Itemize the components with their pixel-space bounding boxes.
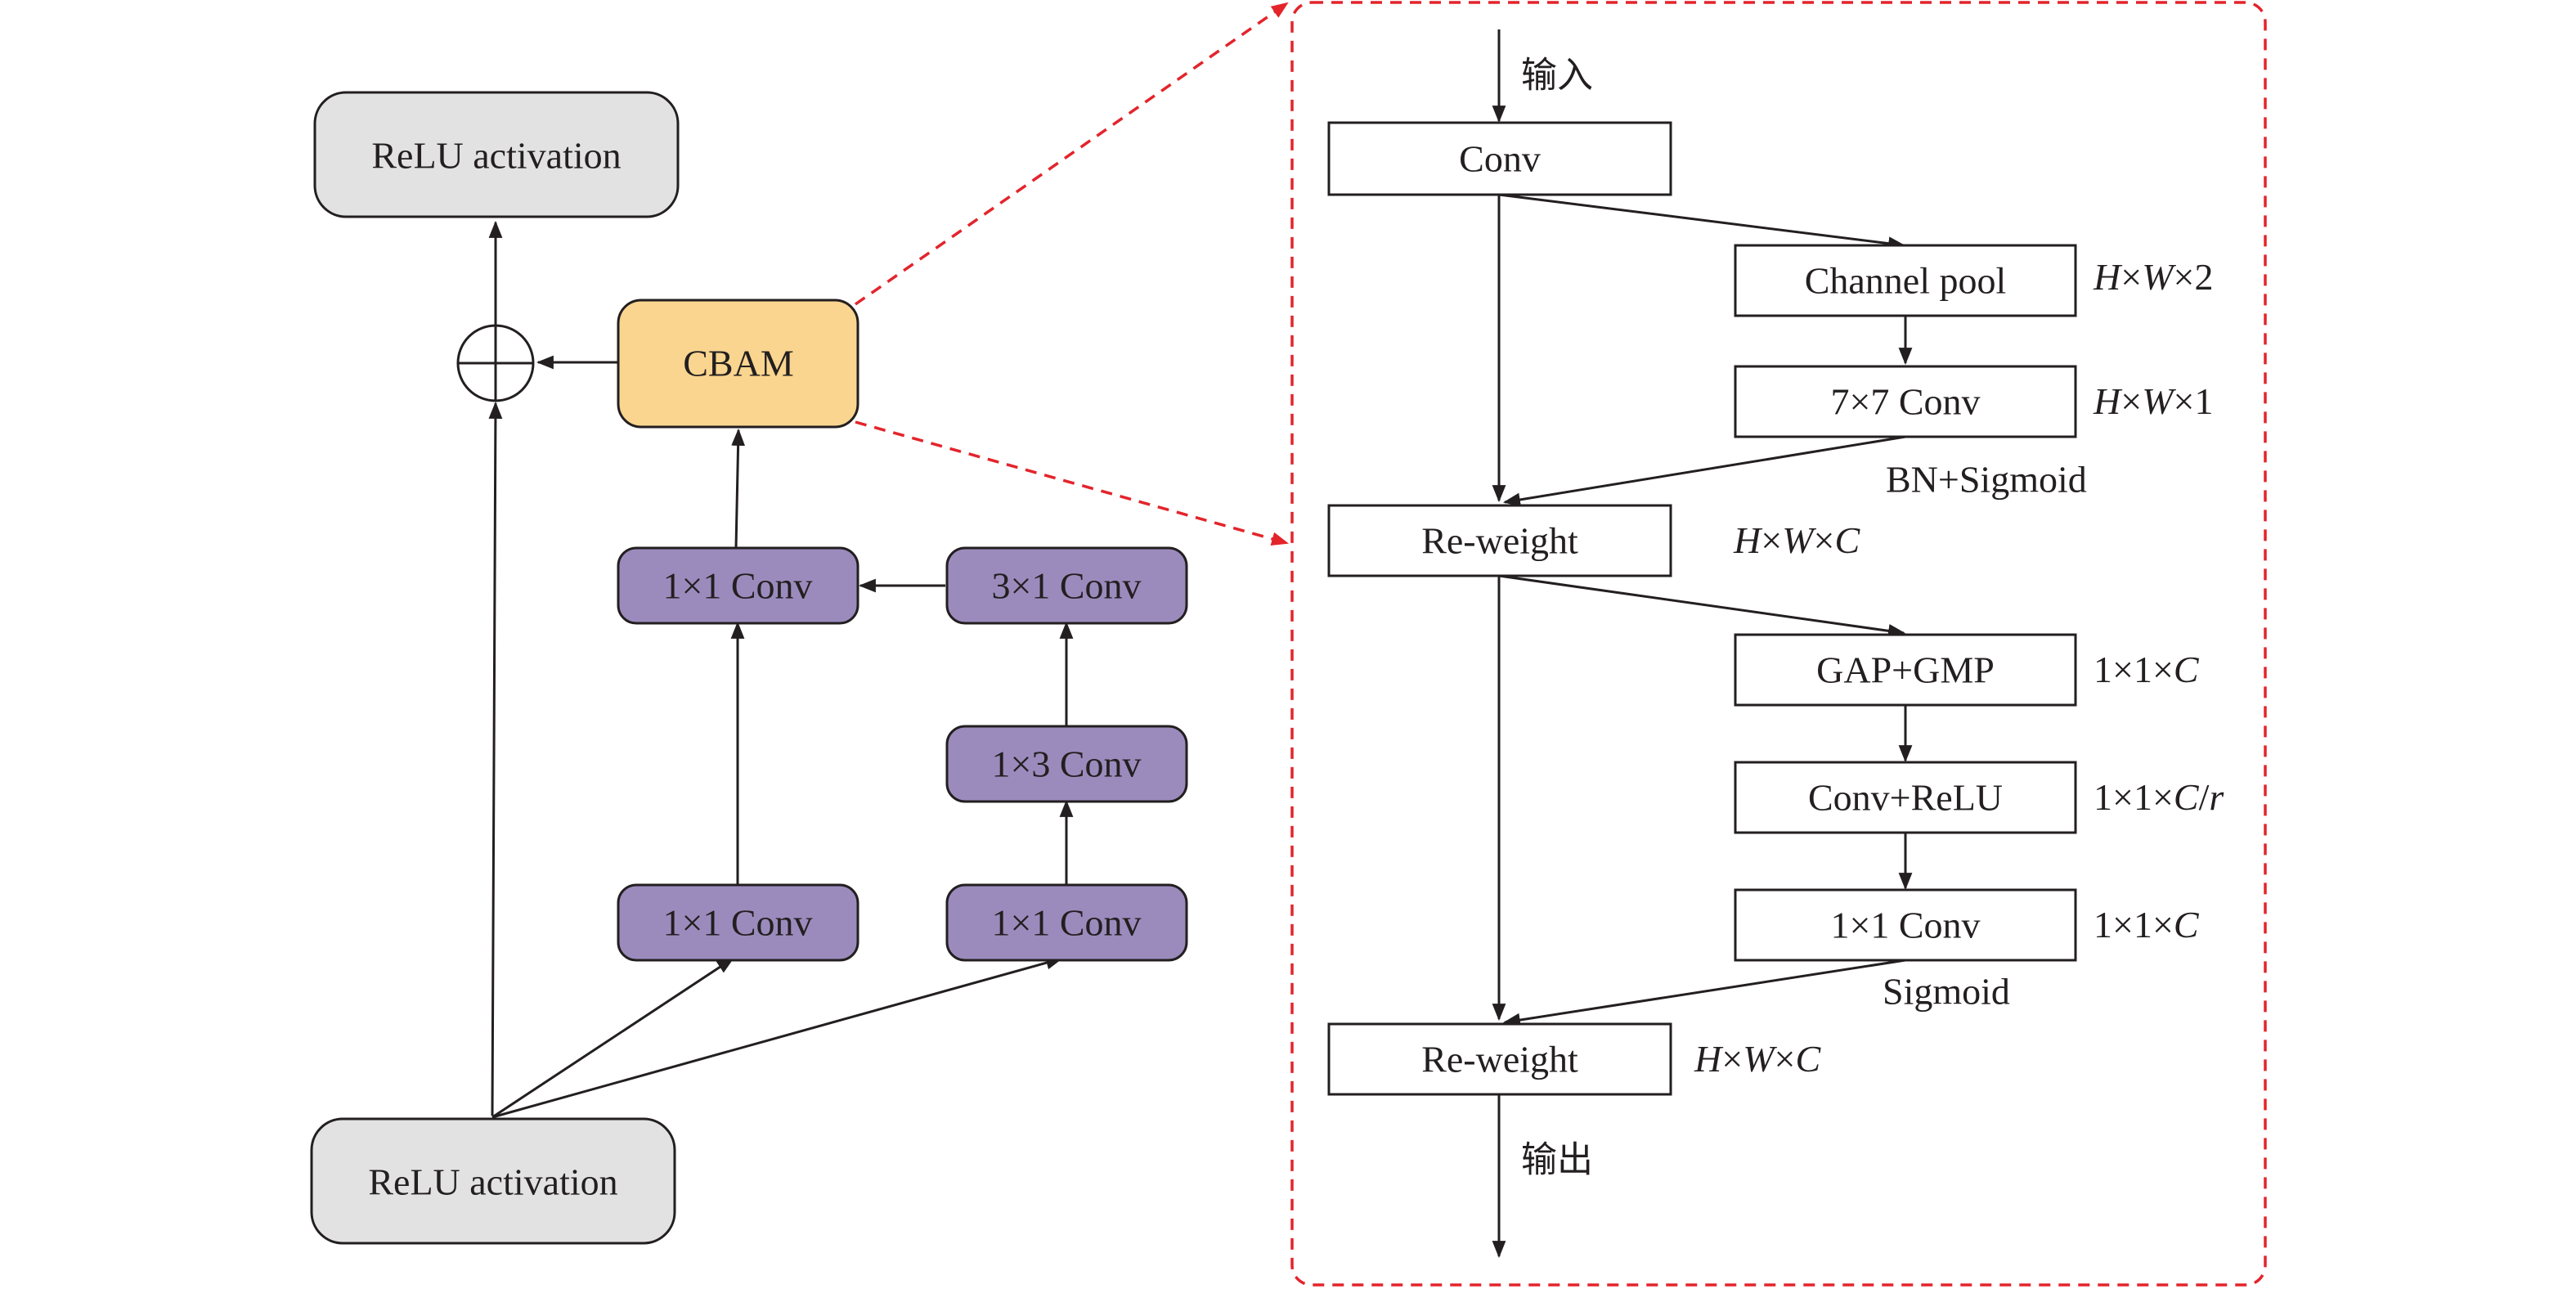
conv-1x1-left-bottom: 1×1 Conv [617,883,859,962]
conv-box: Conv [1327,121,1672,196]
conv-1x1-label: 1×1 Conv [1830,905,1980,946]
cbam-label: CBAM [683,343,793,384]
edge-conv-mid-to-cbam [731,428,746,549]
zoom-connector-top [854,2,1289,306]
zoom-connector-bottom [855,420,1290,546]
conv-1x1-right-bottom-label: 1×1 Conv [991,902,1141,944]
output-label: 输出 [1521,1139,1593,1181]
edge-relu-to-conv-lb [491,957,734,1119]
reweight-2-label: Re-weight [1421,1039,1578,1080]
reweight-box-1: Re-weight [1327,504,1672,577]
edge-conv-to-channel-pool [1498,193,1906,250]
conv-1x1-left-bottom-label: 1×1 Conv [662,902,812,944]
conv-1x1-box: 1×1 Conv [1734,888,2077,962]
conv-7x7-label: 7×7 Conv [1830,381,1980,423]
edge-relu-to-conv-rb [491,955,1064,1119]
cbam-detail-panel: 输入 输出 Conv Channel pool H×W×2 7×7 Conv H… [1290,1,2267,1287]
relu-activation-bottom-label: ReLU activation [368,1161,617,1203]
conv-label: Conv [1459,138,1541,180]
relu-activation-bottom: ReLU activation [310,1117,676,1245]
left-block: ReLU activation CBAM 1×1 Conv 3×1 Conv 1… [310,91,1188,1245]
conv-1x1-dimensions: 1×1×C [2094,904,2200,945]
channel-pool-box: Channel pool [1734,244,2077,317]
conv-1x1-mid: 1×1 Conv [617,546,859,625]
channel-pool-label: Channel pool [1805,260,2007,302]
edge-7x7-to-reweight1 [1502,435,1906,507]
channel-pool-dimensions: H×W×2 [2093,256,2213,298]
gap-gmp-dimensions: 1×1×C [2094,649,2200,690]
conv-1x3-label: 1×3 Conv [991,743,1141,785]
reweight-1-dimensions: H×W×C [1733,519,1860,561]
relu-activation-top-label: ReLU activation [371,135,621,177]
conv-relu-label: Conv+ReLU [1808,777,2003,819]
conv-relu-box: Conv+ReLU [1734,761,2077,834]
gap-gmp-box: GAP+GMP [1734,633,2077,707]
cbam-block: CBAM [617,299,859,429]
conv-1x3: 1×3 Conv [945,725,1188,803]
add-node [456,324,535,402]
gap-gmp-label: GAP+GMP [1816,649,1995,691]
conv-7x7-box: 7×7 Conv [1734,365,2077,438]
conv-1x1-mid-label: 1×1 Conv [662,565,812,607]
conv-1x1-right-bottom: 1×1 Conv [945,883,1188,962]
conv-relu-dimensions: 1×1×C/r [2094,776,2224,818]
conv-3x1-label: 3×1 Conv [991,565,1141,607]
reweight-box-2: Re-weight [1327,1022,1672,1096]
relu-activation-top: ReLU activation [313,91,680,218]
conv-3x1: 3×1 Conv [945,546,1188,625]
sigmoid-label: Sigmoid [1883,971,2010,1013]
edge-skip-to-add [488,401,503,1116]
input-label: 输入 [1521,55,1593,97]
conv-7x7-dimensions: H×W×1 [2093,380,2213,422]
bn-sigmoid-label: BN+Sigmoid [1886,459,2087,501]
edge-reweight1-to-gap-gmp [1498,574,1906,638]
reweight-1-label: Re-weight [1421,520,1578,562]
reweight-2-dimensions: H×W×C [1694,1038,1821,1080]
edge-1x1-to-reweight2 [1502,959,1906,1027]
